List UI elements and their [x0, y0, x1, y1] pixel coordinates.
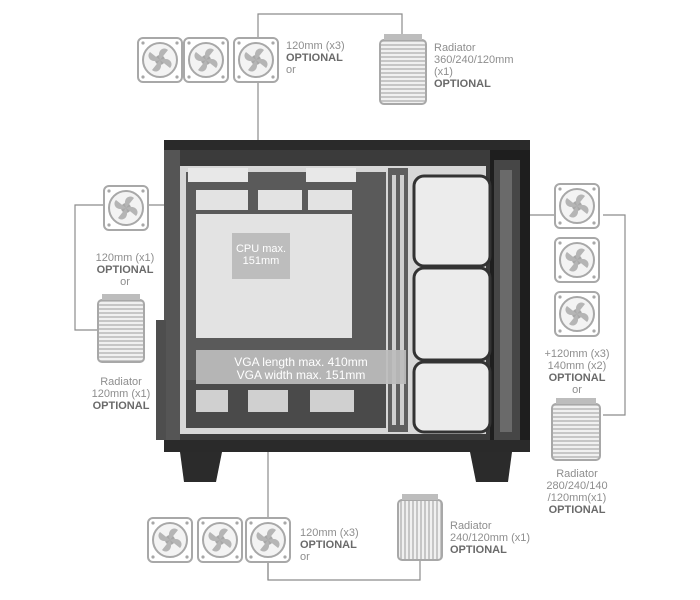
top-radiator-label: Radiator 360/240/120mm (x1) OPTIONAL — [434, 42, 514, 90]
rear-fan-or: or — [120, 276, 130, 288]
rear-radiator-label: Radiator 120mm (x1) OPTIONAL — [76, 376, 166, 412]
top-radiator-count: (x1) — [434, 66, 453, 78]
bottom-fans-optional: OPTIONAL — [300, 539, 357, 551]
vga-max-label: VGA length max. 410mm VGA width max. 151… — [196, 356, 406, 382]
top-fans-or: or — [286, 64, 296, 76]
rear-radiator-optional: OPTIONAL — [92, 400, 150, 412]
bottom-radiator-title: Radiator — [450, 520, 492, 532]
cpu-max-line2: 151mm — [242, 255, 280, 267]
top-radiator-icon — [379, 34, 427, 105]
front-fan-1-icon — [554, 183, 600, 229]
front-radiator-title: Radiator — [556, 468, 598, 480]
rear-radiator-size: 120mm (x1) — [91, 388, 151, 400]
front-fan-2-icon — [554, 237, 600, 283]
front-radiator-size-1: 280/240/140 — [546, 480, 608, 492]
vga-length-text: VGA length max. 410mm — [234, 355, 368, 369]
top-radiator-size: 360/240/120mm — [434, 54, 514, 66]
bottom-fan-1-icon — [147, 517, 193, 563]
bottom-fan-2-icon — [197, 517, 243, 563]
bottom-fans-or: or — [300, 551, 310, 563]
vga-width-text: VGA width max. 151mm — [236, 368, 366, 382]
bottom-radiator-label: Radiator 240/120mm (x1) OPTIONAL — [450, 520, 530, 556]
front-fans-optional: OPTIONAL — [548, 372, 606, 384]
rear-fan-icon — [103, 185, 149, 231]
front-radiator-icon — [551, 398, 601, 461]
top-fans-optional: OPTIONAL — [286, 52, 343, 64]
cpu-max-line1: CPU max. — [235, 243, 287, 255]
vga-area — [196, 350, 406, 384]
top-fans-label: 120mm (x3) OPTIONAL or — [286, 40, 345, 76]
bottom-radiator-size: 240/120mm (x1) — [450, 532, 531, 544]
front-fans-or: or — [572, 384, 582, 396]
rear-radiator-icon — [97, 294, 145, 363]
bottom-radiator-optional: OPTIONAL — [450, 544, 507, 556]
bottom-radiator-icon — [397, 494, 443, 561]
top-fans-size: 120mm (x3) — [286, 40, 345, 52]
cpu-max-label: CPU max. 151mm — [232, 243, 290, 267]
top-radiator-title: Radiator — [434, 42, 476, 54]
front-fans-size-1: +120mm (x3) — [544, 348, 610, 360]
cpu-cooler-area — [232, 233, 290, 279]
front-fans-size-2: 140mm (x2) — [547, 360, 607, 372]
pc-case — [156, 140, 530, 482]
bottom-fans-label: 120mm (x3) OPTIONAL or — [300, 527, 359, 563]
front-radiator-optional: OPTIONAL — [548, 504, 606, 516]
front-radiator-size-2: /120mm(x1) — [547, 492, 607, 504]
bottom-fans-size: 120mm (x3) — [300, 527, 359, 539]
front-fans-label: +120mm (x3) 140mm (x2) OPTIONAL or — [532, 348, 622, 396]
bottom-fan-3-icon — [245, 517, 291, 563]
rear-fan-label: 120mm (x1) OPTIONAL or — [80, 252, 170, 288]
rear-fan-size: 120mm (x1) — [95, 252, 155, 264]
top-fan-1-icon — [137, 37, 183, 83]
front-fan-3-icon — [554, 291, 600, 337]
rear-fan-optional: OPTIONAL — [96, 264, 154, 276]
top-radiator-optional: OPTIONAL — [434, 78, 491, 90]
top-fan-3-icon — [233, 37, 279, 83]
top-fan-2-icon — [183, 37, 229, 83]
rear-radiator-title: Radiator — [100, 376, 142, 388]
front-radiator-label: Radiator 280/240/140 /120mm(x1) OPTIONAL — [532, 468, 622, 516]
